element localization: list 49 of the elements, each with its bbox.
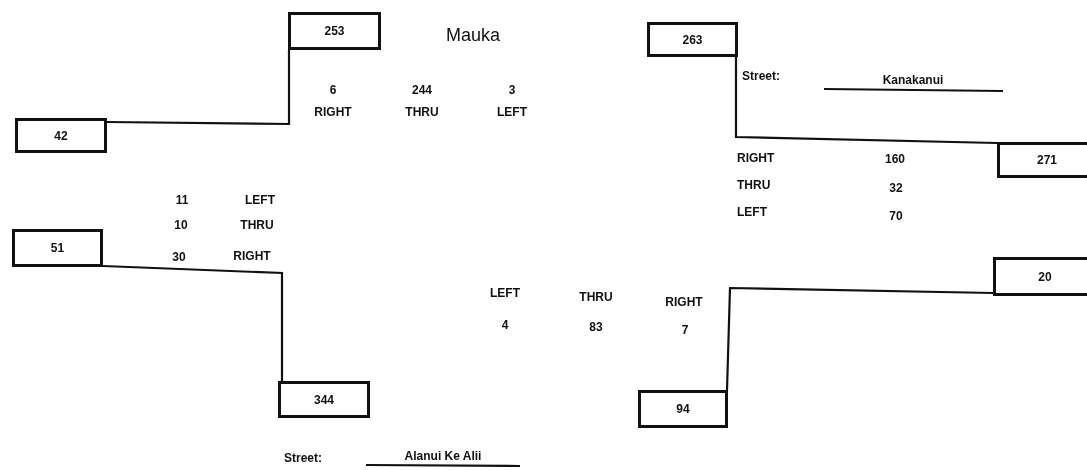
movement-label: LEFT [737,205,767,219]
turn-count: 7 [681,323,689,337]
volume-box [15,118,107,153]
curb-line [102,264,284,381]
turn-count: 70 [889,209,903,223]
movement-label: THRU [579,290,613,304]
volume-count: 51 [50,241,65,255]
volume-box [993,257,1087,296]
volume-count: 20 [1038,269,1052,284]
turn-count: 6 [329,83,337,97]
turn-count: 30 [172,250,186,264]
volume-box [647,22,738,57]
volume-box [638,390,728,428]
movement-label: RIGHT [314,105,352,119]
turn-count: 83 [589,320,603,334]
street-caption: Street: [742,69,780,83]
volume-box [12,229,103,267]
movement-label: THRU [405,105,439,119]
volume-box [278,381,370,418]
turn-count: 160 [885,152,905,166]
movement-label: LEFT [497,105,527,119]
curb-line [725,286,994,391]
volume-box [288,12,381,50]
volume-count: 42 [54,128,68,143]
movement-label: LEFT [490,286,520,300]
movement-label: THRU [737,178,771,192]
volume-count: 263 [682,32,703,47]
curb-line [107,50,291,126]
movement-label: RIGHT [665,295,703,309]
turn-count: 32 [889,181,903,195]
movement-label: THRU [240,218,274,232]
volume-box [997,142,1087,178]
volume-count: 344 [314,392,334,407]
street-caption: Street: [284,451,322,465]
movement-label: RIGHT [233,249,271,263]
turn-count: 11 [175,193,189,207]
turn-count: 3 [508,83,516,97]
curb-line [734,57,998,145]
street-name: Alanui Ke Alii [404,449,482,463]
movement-label: LEFT [245,193,275,207]
turn-count: 244 [412,83,432,97]
heading: Mauka [446,24,500,46]
movement-label: RIGHT [737,151,775,165]
volume-count: 94 [676,402,690,416]
turn-count: 10 [174,218,188,232]
turn-count: 4 [501,318,509,332]
volume-count: 271 [1037,153,1057,167]
street-name: Kanakanui [882,73,944,87]
volume-count: 253 [324,24,345,38]
